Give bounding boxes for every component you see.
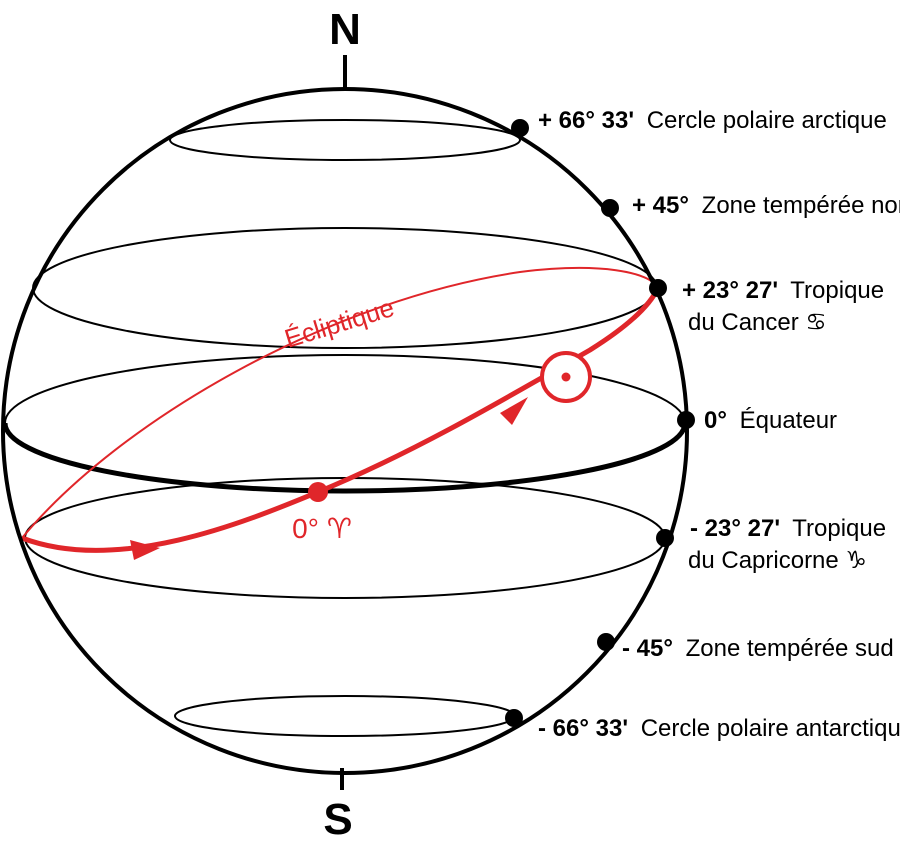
arctic-circle-ring [169,119,521,161]
vernal-point-label: 0° ♈ [292,513,352,544]
sphere-outline [1,87,689,775]
south-pole-label: S [323,795,352,844]
latitude-degrees: - 66° 33' [538,715,628,742]
antarctic-circle-ring [174,695,516,737]
north-pole-label: N [329,5,361,54]
equator-marker [677,411,695,429]
latitude-label-tropic-cancer: + 23° 27' Tropique [682,277,884,304]
latitude-label-tropic-capricorn-line2: du Capricorne ♑ [688,547,867,574]
latitude-name: Zone tempérée nord [702,192,900,219]
equator-front-arc [2,422,688,494]
antarctic-circle-marker [505,709,523,727]
latitude-degrees: + 45° [632,192,689,219]
latitude-label-antarctic: - 66° 33' Cercle polaire antarctique [538,715,900,742]
latitude-label-tropic-cancer-line2: du Cancer ♋ [688,309,827,336]
north-temperate-marker [601,199,619,217]
latitude-label-tropic-capricorn: - 23° 27' Tropique [690,515,886,542]
ecliptic-label: Écliptique [281,292,398,354]
latitude-degrees: - 23° 27' [690,515,780,542]
latitude-name: Cercle polaire antarctique [641,715,900,742]
ecliptic-arrow-lower [130,540,160,560]
latitude-degrees: + 66° 33' [538,107,634,134]
latitude-degrees: 0° [704,407,727,434]
latitude-name: Équateur [740,407,837,434]
ecliptic-arrow-upper [500,397,528,425]
tropic-capricorn-marker [656,529,674,547]
sun-symbol-dot [561,372,571,382]
ecliptic-front-arc [21,286,661,553]
latitude-label-arctic: + 66° 33' Cercle polaire arctique [538,107,887,134]
latitude-name: Zone tempérée sud [686,635,894,662]
ecliptic-back-arc [21,267,659,539]
tropic-cancer-marker [649,279,667,297]
latitude-name: Cercle polaire arctique [647,107,887,134]
arctic-circle-marker [511,119,529,137]
north-temperate-ring [77,203,613,204]
latitude-name: Tropique [790,277,884,304]
latitude-label-north-temperate: + 45° Zone tempérée nord [632,192,900,219]
latitude-label-equator: 0° Équateur [704,407,837,434]
latitude-degrees: - 45° [622,635,673,662]
south-temperate-marker [597,633,615,651]
vernal-point-dot [308,482,328,502]
latitude-name: Tropique [792,515,886,542]
latitude-label-south-temperate: - 45° Zone tempérée sud [622,635,894,662]
latitude-degrees: + 23° 27' [682,277,778,304]
